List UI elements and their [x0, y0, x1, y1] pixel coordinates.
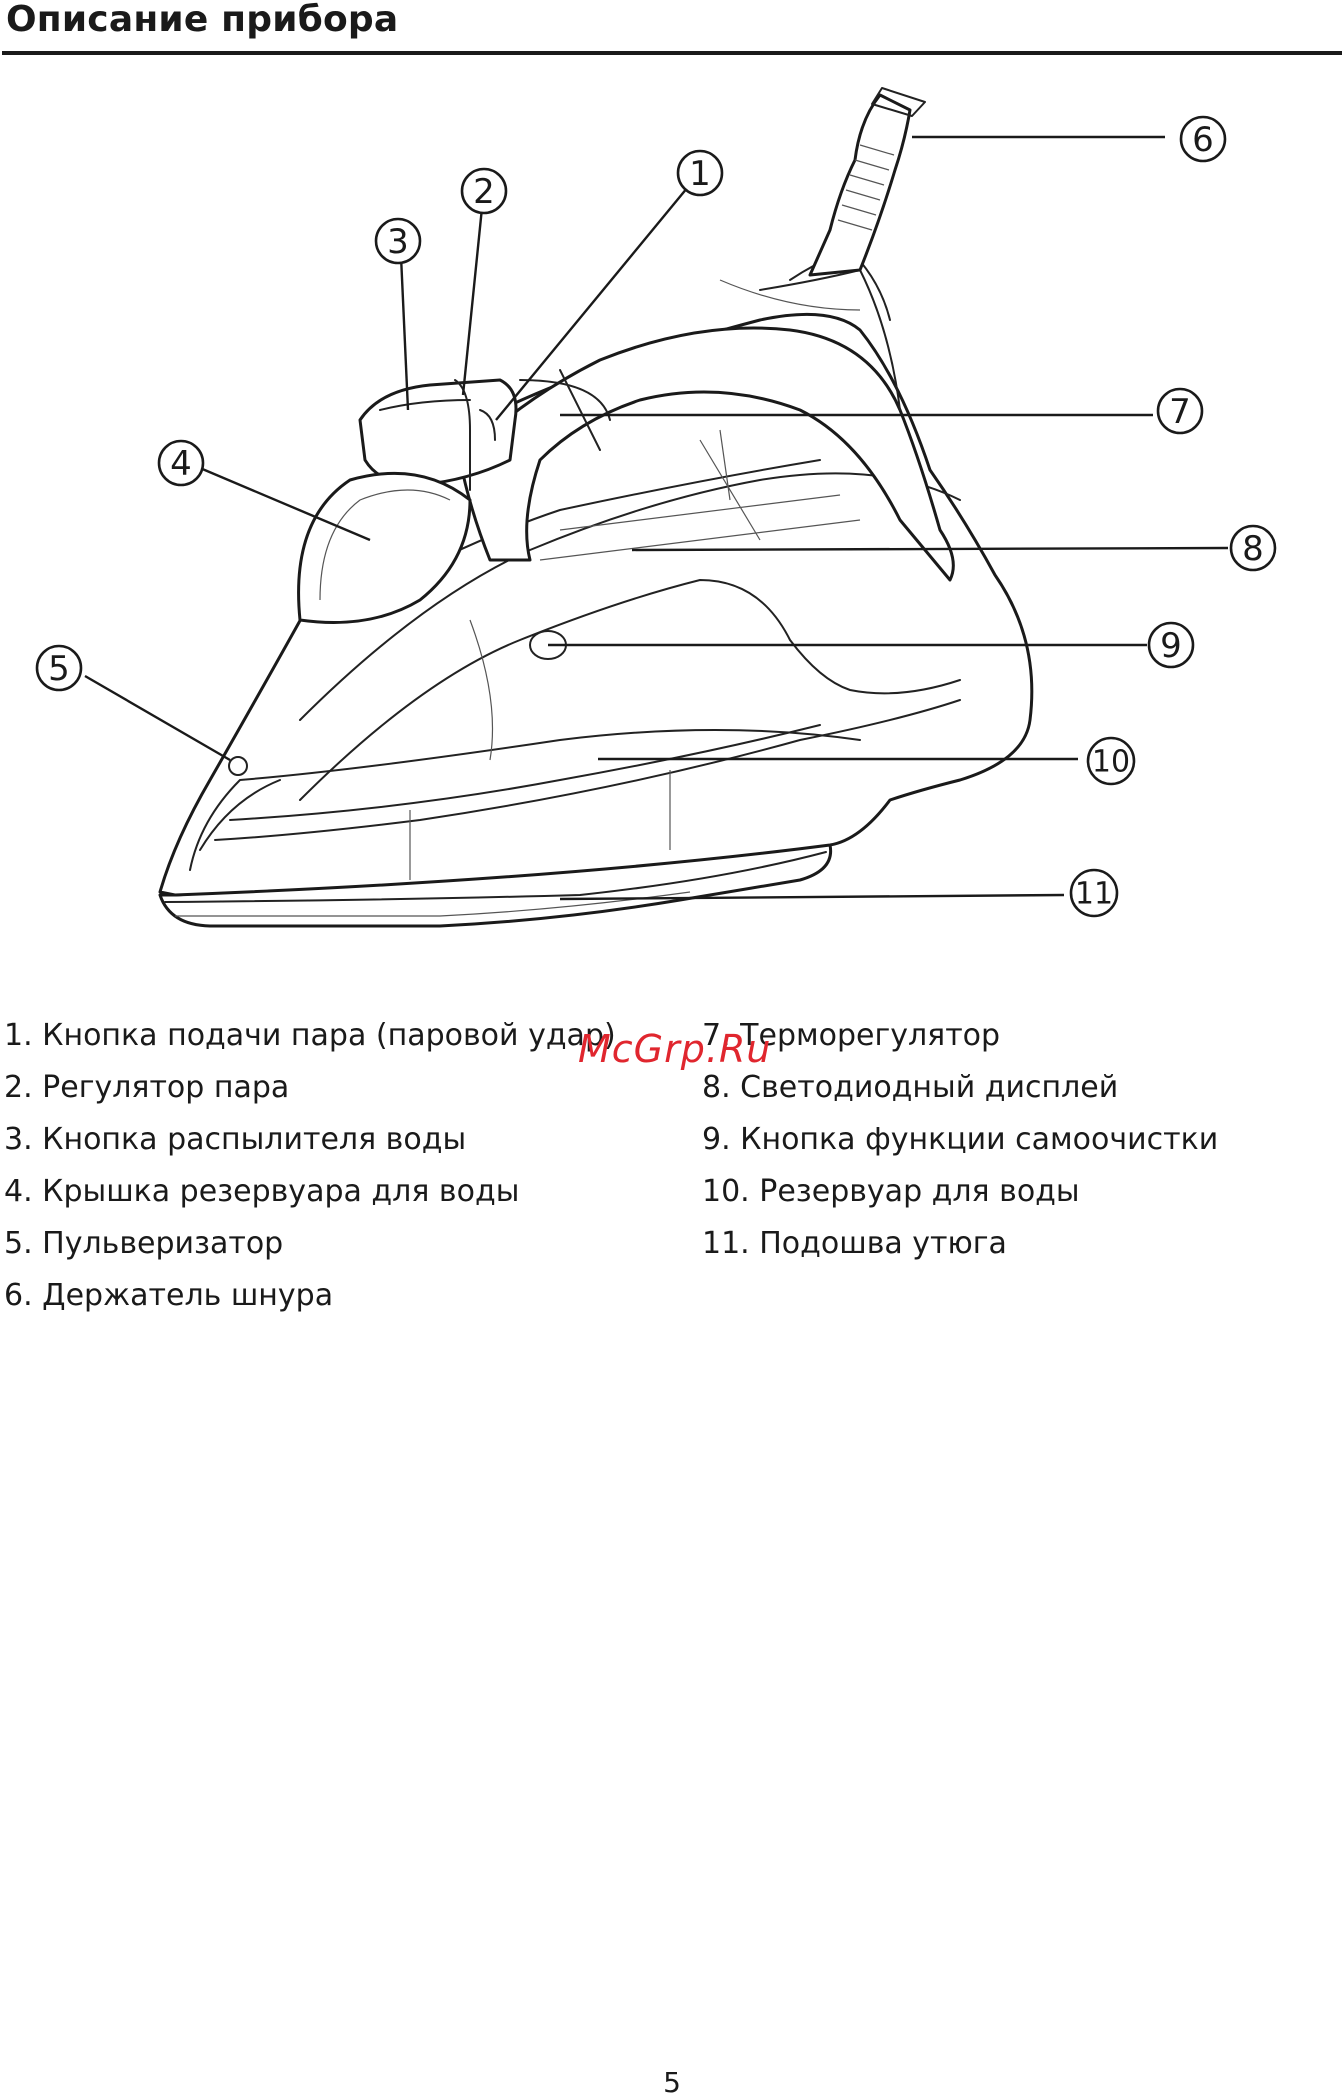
callout-label: 8: [1242, 529, 1264, 569]
legend-item: 11. Подошва утюга: [702, 1226, 1007, 1261]
callout-label: 6: [1192, 120, 1214, 160]
callout-9: 9: [1147, 621, 1195, 669]
callout-label: 2: [473, 172, 495, 212]
legend-item: 5. Пульверизатор: [4, 1226, 284, 1261]
callout-11: 11: [1069, 868, 1119, 918]
callout-label: 5: [48, 649, 70, 689]
legend-item: 3. Кнопка распылителя воды: [4, 1122, 467, 1157]
callout-8: 8: [1229, 524, 1277, 572]
legend-item: 6. Держатель шнура: [4, 1278, 334, 1313]
page-title: Описание прибора: [6, 0, 399, 40]
leader-lines: [84, 135, 1229, 901]
callout-label: 3: [387, 222, 409, 262]
cord-holder-shape: [808, 93, 912, 277]
callout-7: 7: [1156, 387, 1204, 435]
callout-5: 5: [35, 644, 83, 692]
water-tank-shape: [299, 579, 961, 801]
legend-item: 8. Светодиодный дисплей: [702, 1070, 1119, 1105]
callout-label: 9: [1160, 626, 1182, 666]
legend-item: 2. Регулятор пара: [4, 1070, 290, 1105]
iron-illustration: [158, 87, 1034, 928]
callout-label: 4: [170, 444, 192, 484]
callout-label: 10: [1092, 745, 1130, 780]
control-panel-shape: [358, 378, 518, 487]
watermark: McGrp.Ru: [578, 1027, 772, 1071]
legend-item: 1. Кнопка подачи пара (паровой удар): [4, 1018, 616, 1053]
spray-nozzle-shape: [228, 756, 248, 776]
legend-right: 7. Терморегулятор 8. Светодиодный диспле…: [702, 1010, 1218, 1270]
page-number: 5: [663, 2066, 681, 2099]
callout-1: 1: [676, 149, 724, 197]
callout-10: 10: [1086, 736, 1136, 786]
callout-4: 4: [157, 439, 205, 487]
callout-2: 2: [460, 167, 508, 215]
iron-diagram: 1 2 3 4 5 6 7 8 9 10 11: [35, 87, 1277, 928]
callout-label: 7: [1169, 392, 1191, 432]
callout-label: 11: [1075, 877, 1113, 912]
callout-label: 1: [689, 154, 711, 194]
legend-item: 4. Крышка резервуара для воды: [4, 1174, 520, 1209]
legend-item: 10. Резервуар для воды: [702, 1174, 1080, 1209]
title-divider: [2, 51, 1342, 55]
legend-item: 9. Кнопка функции самоочистки: [702, 1122, 1219, 1157]
legend-item: 7. Терморегулятор: [702, 1018, 1001, 1053]
callout-3: 3: [374, 217, 422, 265]
callout-6: 6: [1179, 115, 1227, 163]
legend-left: 1. Кнопка подачи пара (паровой удар) 2. …: [4, 1010, 616, 1322]
